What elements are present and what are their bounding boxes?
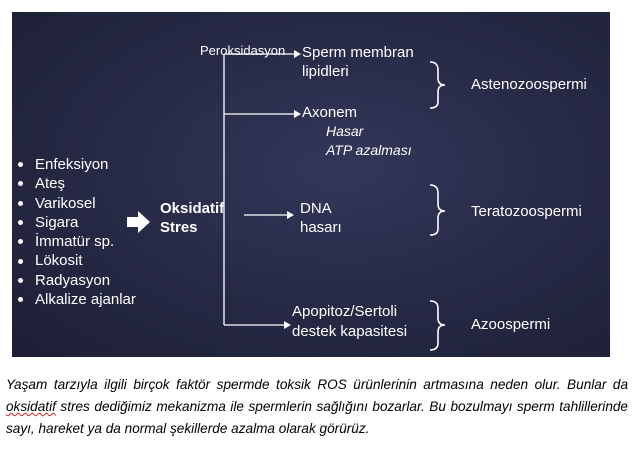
apoptosis-line-1: Apopitoz/Sertoli [292, 303, 398, 320]
outcome-azoo: Azoospermi [471, 316, 551, 333]
axonem-sub: Hasar ATP azalması [326, 122, 412, 160]
axonem-sub-1: Hasar [326, 123, 364, 139]
brace-terato [429, 184, 446, 236]
cause-item: Ateş [18, 174, 136, 193]
dna-node: DNA hasarı [300, 199, 342, 237]
arrowhead-apoptosis [284, 321, 291, 329]
apoptosis-node: Apopitoz/Sertoli destek kapasitesi [292, 302, 407, 342]
arrowhead-axonem [294, 110, 301, 118]
center-node: Oksidatif Stres [160, 199, 224, 237]
caption-part-1: Yaşam tarzıyla ilgili birçok faktör sper… [6, 377, 628, 392]
peroxidation-label: Peroksidasyon [200, 43, 286, 58]
cause-item: Sigara [18, 213, 136, 232]
cause-item: İmmatür sp. [18, 232, 136, 251]
cause-item: Varikosel [18, 194, 136, 213]
flow-connectors [127, 50, 446, 351]
brace-astheno [429, 61, 446, 109]
outcome-astheno: Astenozoospermi [471, 76, 587, 93]
block-arrow-icon [127, 211, 150, 233]
cause-item: Radyasyon [18, 271, 136, 290]
outcome-terato: Teratozoospermi [471, 203, 582, 220]
membrane-line-2: lipidleri [302, 63, 349, 80]
diagram-slide: Enfeksiyon Ateş Varikosel Sigara İmmatür… [12, 12, 610, 357]
caption-paragraph: Yaşam tarzıyla ilgili birçok faktör sper… [6, 374, 628, 440]
bullet-icon [18, 200, 23, 206]
center-line-2: Stres [160, 219, 198, 236]
bullet-icon [18, 258, 23, 264]
causes-list: Enfeksiyon Ateş Varikosel Sigara İmmatür… [18, 155, 136, 309]
axonem-node: Axonem [302, 103, 357, 122]
cause-item: Alkalize ajanlar [18, 290, 136, 309]
bullet-icon [18, 181, 23, 187]
bullet-icon [18, 277, 23, 283]
spellcheck-word: oksidatif [6, 399, 56, 414]
cause-item: Enfeksiyon [18, 155, 136, 174]
bullet-icon [18, 220, 23, 226]
axonem-label: Axonem [302, 104, 358, 121]
dna-line-2: hasarı [300, 219, 342, 236]
arrowhead-dna [287, 211, 294, 219]
caption-part-2: stres dediğimiz mekanizma ile spermlerin… [6, 399, 628, 436]
membrane-node: Sperm membran lipidleri [302, 43, 414, 81]
center-line-1: Oksidatif [160, 200, 225, 217]
axonem-sub-2: ATP azalması [326, 142, 412, 158]
cause-item: Lökosit [18, 251, 136, 270]
apoptosis-line-2: destek kapasitesi [292, 323, 408, 340]
bullet-icon [18, 162, 23, 168]
dna-line-1: DNA [300, 200, 332, 217]
membrane-line-1: Sperm membran [302, 44, 414, 61]
bullet-icon [18, 297, 23, 303]
brace-azoo [429, 300, 446, 351]
arrowhead-membrane [294, 50, 301, 58]
bullet-icon [18, 239, 23, 245]
